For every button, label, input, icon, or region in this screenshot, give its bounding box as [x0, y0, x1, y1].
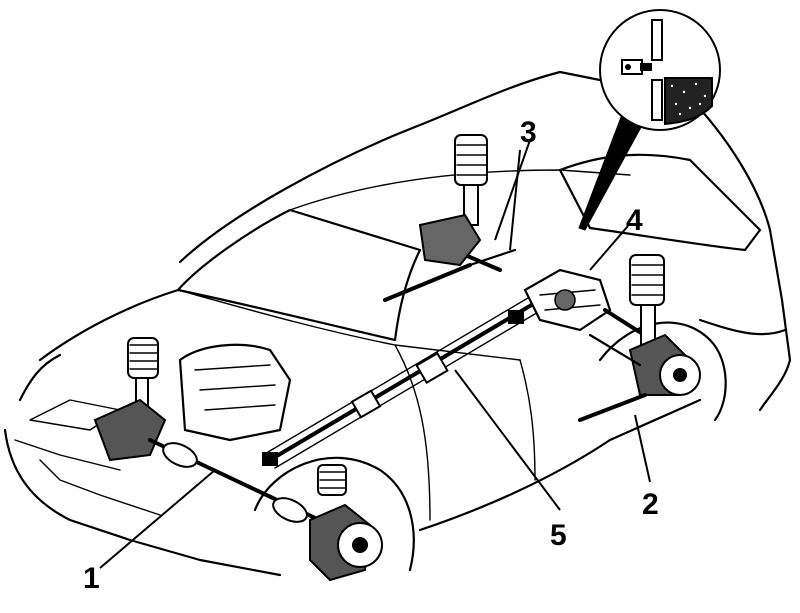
detail-inset	[578, 9, 721, 231]
car-body-outline	[3, 70, 792, 577]
callout-4: 4	[626, 204, 643, 237]
front-suspension	[93, 337, 383, 582]
callout-5: 5	[550, 519, 567, 552]
leader-lines	[99, 139, 651, 569]
rear-suspension	[383, 134, 701, 422]
callout-2: 2	[642, 488, 659, 521]
propeller-shaft	[262, 291, 546, 469]
callout-1: 1	[83, 562, 100, 595]
callout-3: 3	[520, 116, 537, 149]
